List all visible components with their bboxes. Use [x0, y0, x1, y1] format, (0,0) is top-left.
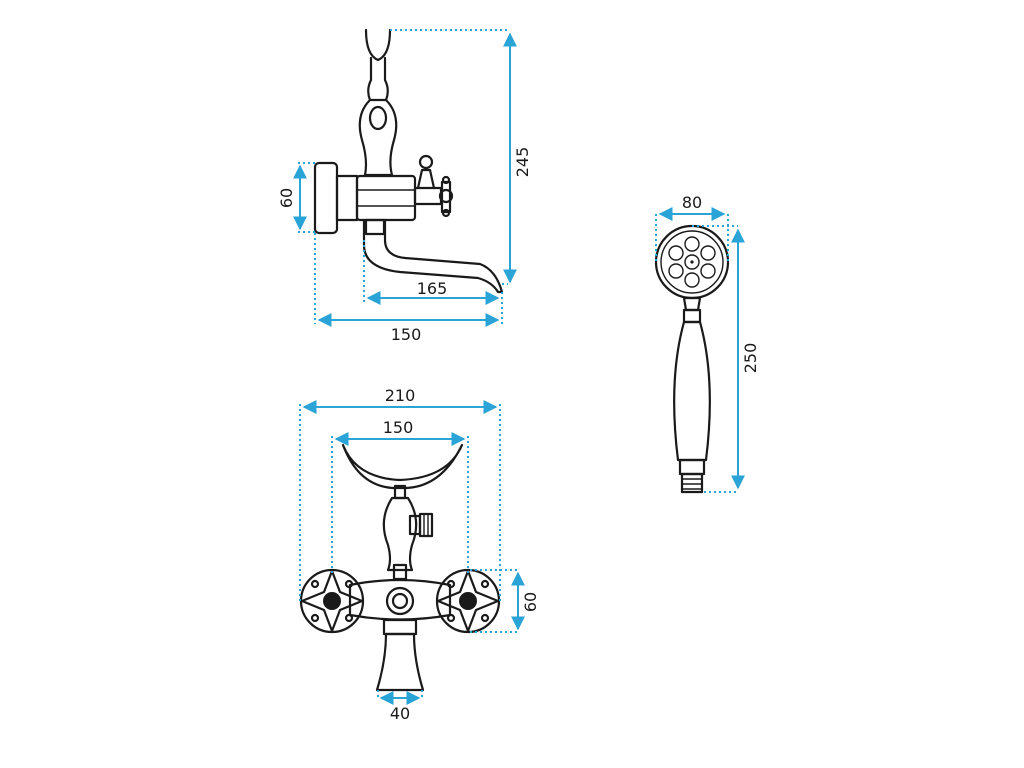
front-spout-label: 40 — [390, 704, 410, 723]
front-upper-body — [382, 496, 418, 572]
handle-label: 60 — [521, 592, 540, 612]
handle-hub — [438, 188, 454, 204]
flange-label: 60 — [277, 188, 296, 208]
spout-outline — [362, 218, 504, 294]
upper-body-hole — [368, 105, 388, 131]
depth-label: 150 — [391, 325, 422, 344]
height-label: 245 — [513, 147, 532, 178]
right-handle-cap — [459, 592, 477, 610]
front-view — [299, 443, 501, 692]
mixer-body — [355, 174, 417, 222]
side-view-dimensions: 245 60 165 150 — [277, 29, 532, 344]
right-handle-cross — [436, 569, 500, 633]
flange-connector — [335, 174, 359, 222]
shower-thread — [680, 472, 704, 494]
handshower-cradle — [341, 443, 464, 490]
front-diverter — [392, 563, 408, 581]
hose-thread — [418, 512, 434, 538]
front-spout-collar — [382, 618, 418, 636]
side-view — [313, 28, 504, 294]
left-handle-cap — [323, 592, 341, 610]
shower-diameter-label: 80 — [682, 193, 702, 212]
neck-outline — [367, 56, 389, 102]
shower-ring — [682, 308, 702, 324]
mixer-center-ring — [385, 586, 415, 616]
shower-neck — [682, 296, 702, 312]
upper-body-outline — [358, 98, 398, 177]
handle-stem — [413, 186, 443, 206]
spray-nozzles — [668, 236, 716, 288]
shower-handle-cap — [678, 458, 706, 476]
shower-head-dimensions: 80 250 — [655, 193, 760, 493]
diverter-stem — [416, 168, 436, 190]
center-width-label: 150 — [383, 418, 414, 437]
shower-handle — [673, 320, 711, 462]
shower-length-label: 250 — [741, 343, 760, 374]
front-view-dimensions: 210 150 60 40 — [299, 386, 540, 723]
shower-head — [654, 224, 730, 494]
left-handle-cross — [300, 569, 364, 633]
wall-flange — [313, 161, 339, 235]
spout-collar — [364, 218, 386, 236]
diverter-knob — [418, 154, 434, 170]
hook-outline — [364, 28, 392, 62]
handle-cross — [440, 180, 452, 214]
spout-label: 165 — [417, 279, 448, 298]
front-spout — [375, 632, 425, 692]
total-width-label: 210 — [385, 386, 416, 405]
